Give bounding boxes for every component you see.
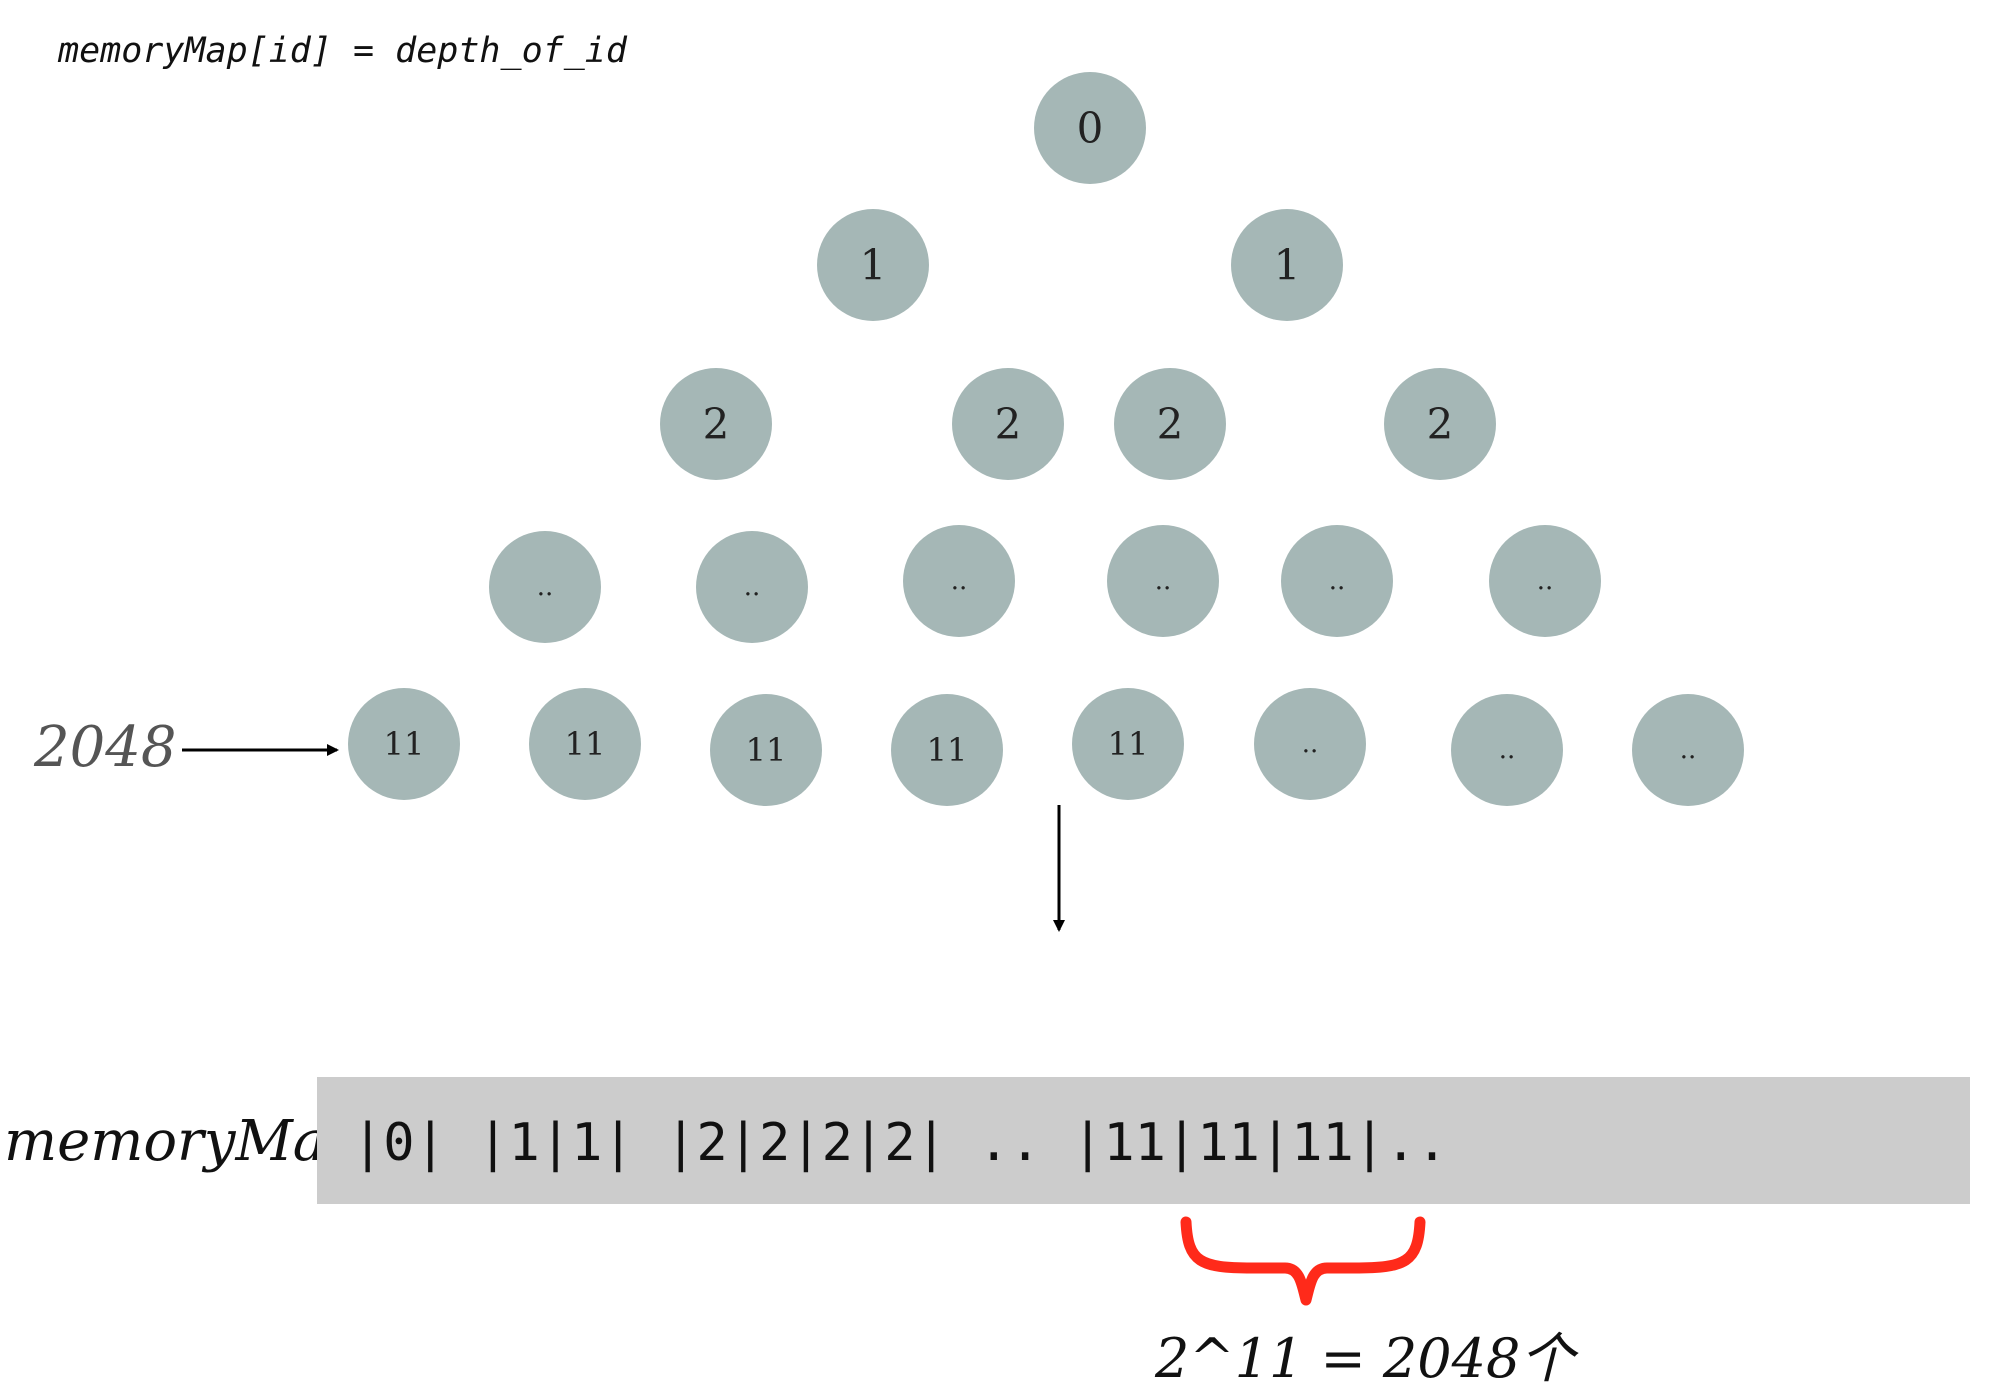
tree-node-label: 11 xyxy=(1108,725,1149,763)
tree-node-circle xyxy=(1072,688,1184,800)
tree-node-depth-2: 2 xyxy=(1114,368,1226,480)
tree-node-circle xyxy=(1254,688,1366,800)
tree-node-label: .. xyxy=(1537,566,1554,596)
memorymap-label: memoryMap xyxy=(4,1109,362,1174)
tree-node-label: .. xyxy=(1329,566,1346,596)
tree-node-label: .. xyxy=(744,572,761,602)
tree-node-circle xyxy=(1632,694,1744,806)
tree-node-label: 2 xyxy=(995,400,1022,449)
tree-node-circle xyxy=(1451,694,1563,806)
tree-node-circle xyxy=(952,368,1064,480)
tree-node-label: 1 xyxy=(860,241,887,290)
leaf-count-label: 2048 xyxy=(33,715,177,780)
tree-node-depth-0: 0 xyxy=(1034,72,1146,184)
tree-node-label: 1 xyxy=(1274,241,1301,290)
tree-node-label: .. xyxy=(1155,566,1172,596)
memorymap-array-box xyxy=(317,1077,1970,1204)
tree-node-depth-11: 11 xyxy=(348,688,460,800)
tree-node-label: .. xyxy=(1302,729,1319,759)
tree-node-depth-moremore: .. xyxy=(489,531,601,643)
tree-node-label: 2 xyxy=(1157,400,1184,449)
tree-node-circle xyxy=(1489,525,1601,637)
tree-node-depth-moremore: .. xyxy=(903,525,1015,637)
tree-node-depth-2: 2 xyxy=(660,368,772,480)
tree-node-depth-moremore: .. xyxy=(1254,688,1366,800)
tree-node-depth-2: 2 xyxy=(1384,368,1496,480)
tree-node-depth-moremore: .. xyxy=(1632,694,1744,806)
tree-node-depth-11: 11 xyxy=(891,694,1003,806)
tree-node-depth-11: 11 xyxy=(529,688,641,800)
tree-node-circle xyxy=(1281,525,1393,637)
tree-node-circle xyxy=(1034,72,1146,184)
tree-node-circle xyxy=(817,209,929,321)
tree-node-circle xyxy=(529,688,641,800)
tree-node-label: 11 xyxy=(927,731,968,769)
tree-node-circle xyxy=(696,531,808,643)
tree-node-label: 11 xyxy=(565,725,606,763)
tree-node-label: .. xyxy=(1499,735,1516,765)
tree-node-label: .. xyxy=(537,572,554,602)
tree-node-depth-moremore: .. xyxy=(1489,525,1601,637)
tree-node-circle xyxy=(660,368,772,480)
tree-node-label: .. xyxy=(951,566,968,596)
tree-node-label: 11 xyxy=(384,725,425,763)
formula-caption: memoryMap[id] = depth_of_id xyxy=(57,31,628,71)
tree-node-depth-moremore: .. xyxy=(1451,694,1563,806)
tree-node-depth-moremore: .. xyxy=(1107,525,1219,637)
tree-node-circle xyxy=(489,531,601,643)
tree-node-circle xyxy=(1114,368,1226,480)
tree-node-label: 0 xyxy=(1077,104,1104,153)
tree-node-depth-2: 2 xyxy=(952,368,1064,480)
memorymap-array-contents: |0| |1|1| |2|2|2|2| .. |11|11|11|.. xyxy=(352,1113,1448,1173)
tree-node-circle xyxy=(348,688,460,800)
count-annotation: 2^11 = 2048个 xyxy=(1154,1327,1579,1390)
tree-node-label: 11 xyxy=(746,731,787,769)
tree-node-circle xyxy=(710,694,822,806)
tree-node-circle xyxy=(1107,525,1219,637)
tree-node-label: .. xyxy=(1680,735,1697,765)
tree-node-circle xyxy=(1384,368,1496,480)
tree-node-depth-11: 11 xyxy=(710,694,822,806)
tree-node-circle xyxy=(1231,209,1343,321)
tree-node-depth-1: 1 xyxy=(1231,209,1343,321)
tree-node-depth-1: 1 xyxy=(817,209,929,321)
tree-node-depth-11: 11 xyxy=(1072,688,1184,800)
red-curly-brace xyxy=(1180,1216,1426,1306)
tree-node-depth-moremore: .. xyxy=(1281,525,1393,637)
tree-node-depth-moremore: .. xyxy=(696,531,808,643)
tree-node-circle xyxy=(891,694,1003,806)
tree-node-label: 2 xyxy=(703,400,730,449)
tree-node-circle xyxy=(903,525,1015,637)
tree-node-label: 2 xyxy=(1427,400,1454,449)
